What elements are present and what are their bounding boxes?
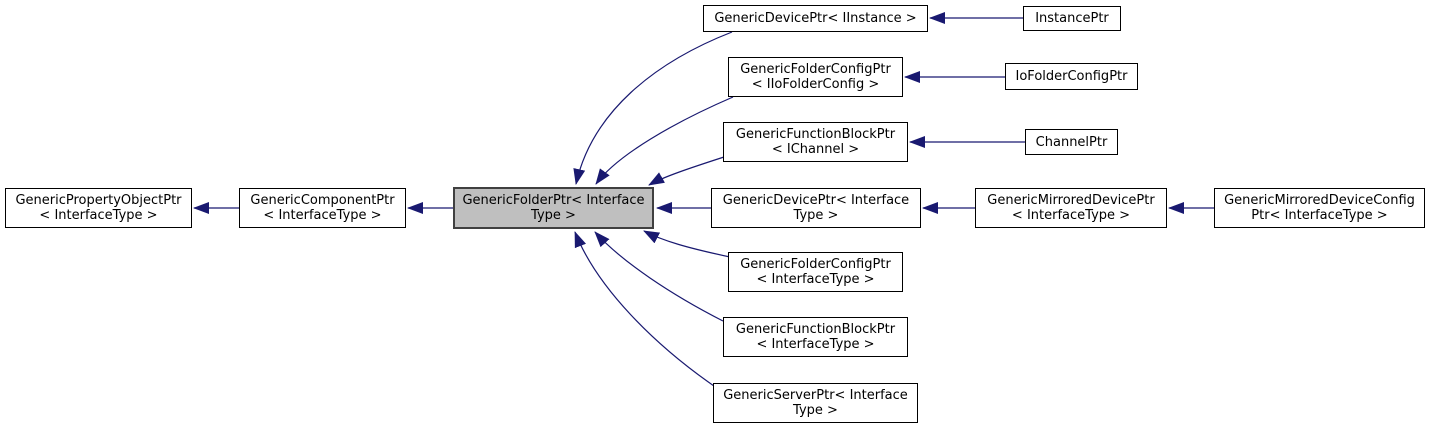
class-node-generic-mirrored-device-ptr[interactable]: GenericMirroredDevicePtr < InterfaceType… bbox=[975, 188, 1167, 228]
class-node-generic-device-ptr-interfacetype[interactable]: GenericDevicePtr< Interface Type > bbox=[711, 188, 921, 228]
edge-deviceptr-iinstance-to-folderptr bbox=[573, 31, 733, 185]
class-node-generic-server-ptr[interactable]: GenericServerPtr< Interface Type > bbox=[713, 383, 918, 423]
edge-serverptr-to-folderptr bbox=[574, 231, 715, 387]
class-node-generic-function-block-ptr-ichannel[interactable]: GenericFunctionBlockPtr < IChannel > bbox=[723, 122, 908, 162]
class-node-instance-ptr[interactable]: InstancePtr bbox=[1023, 6, 1121, 31]
class-node-io-folder-config-ptr[interactable]: IoFolderConfigPtr bbox=[1005, 63, 1138, 90]
edge-functionblockptr-ichannel-to-folderptr bbox=[648, 156, 725, 186]
class-node-generic-device-ptr-iinstance[interactable]: GenericDevicePtr< IInstance > bbox=[703, 5, 928, 32]
class-node-generic-component-ptr[interactable]: GenericComponentPtr < InterfaceType > bbox=[239, 188, 406, 228]
class-node-channel-ptr[interactable]: ChannelPtr bbox=[1025, 129, 1118, 155]
class-node-generic-property-object-ptr[interactable]: GenericPropertyObjectPtr < InterfaceType… bbox=[5, 188, 192, 228]
class-node-generic-function-block-ptr-interfacetype[interactable]: GenericFunctionBlockPtr < InterfaceType … bbox=[723, 317, 908, 357]
class-node-generic-folder-config-ptr-iiofolderconfig[interactable]: GenericFolderConfigPtr < IIoFolderConfig… bbox=[728, 57, 903, 97]
class-node-generic-folder-config-ptr-interfacetype[interactable]: GenericFolderConfigPtr < InterfaceType > bbox=[728, 252, 903, 292]
class-node-generic-folder-ptr-current: GenericFolderPtr< Interface Type > bbox=[453, 187, 654, 229]
class-node-generic-mirrored-device-config-ptr[interactable]: GenericMirroredDeviceConfig Ptr< Interfa… bbox=[1214, 188, 1425, 228]
edge-folderconfigptr-interfacetype-to-folderptr bbox=[643, 230, 731, 258]
edge-folderconfigptr-iio-to-folderptr bbox=[595, 96, 734, 185]
edge-functionblockptr-interfacetype-to-folderptr bbox=[594, 231, 724, 322]
